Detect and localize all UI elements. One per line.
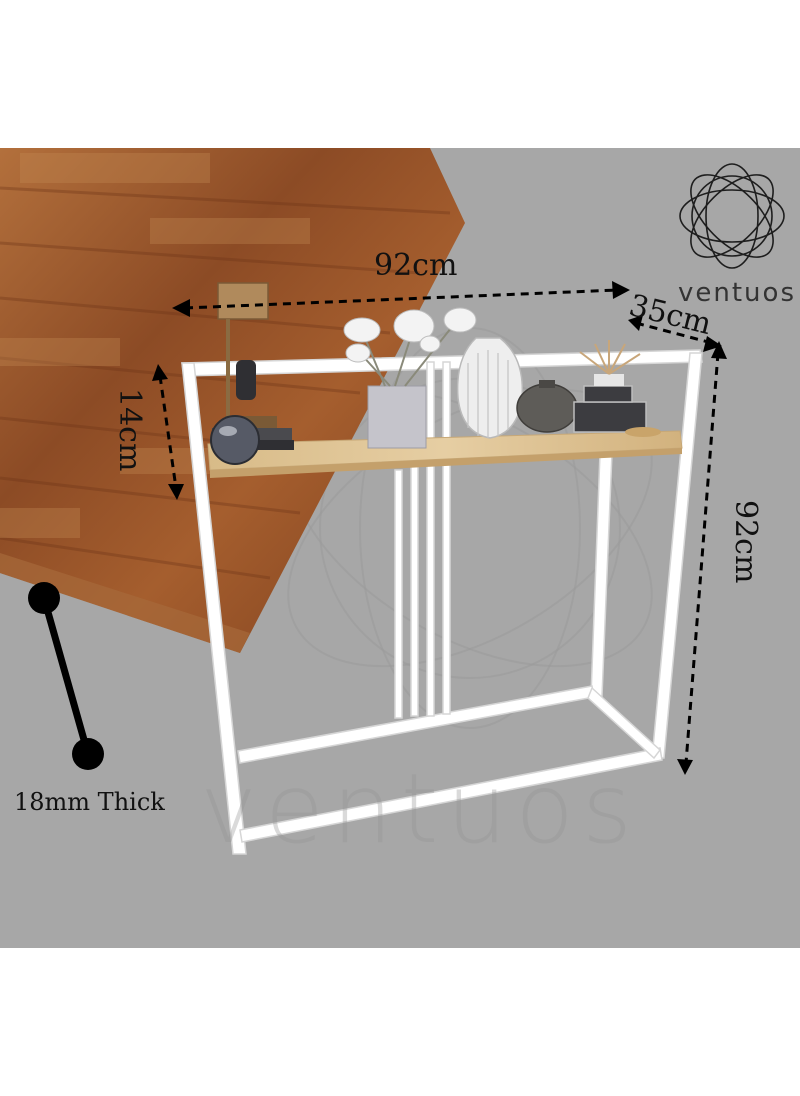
decor-items bbox=[210, 282, 661, 465]
console-table bbox=[181, 349, 703, 855]
brand-watermark: ventuos bbox=[200, 753, 640, 865]
brand-name: ventuos bbox=[678, 278, 796, 308]
dimension-arrows bbox=[158, 288, 720, 764]
scene-graphics bbox=[0, 148, 785, 855]
product-scene: ventuos ventuos 92cm 35cm 14cm 92cm 18mm… bbox=[0, 148, 800, 948]
dimension-arrowheads bbox=[152, 281, 727, 775]
thickness-label: 18mm Thick bbox=[14, 788, 165, 816]
height-dimension-label: 92cm bbox=[728, 500, 763, 584]
width-dimension-label: 92cm bbox=[374, 248, 458, 283]
lotus-logo-icon bbox=[679, 163, 785, 269]
wood-sample-board bbox=[0, 148, 465, 653]
thickness-marker bbox=[28, 582, 104, 770]
shelf-height-dimension-label: 14cm bbox=[112, 388, 147, 472]
